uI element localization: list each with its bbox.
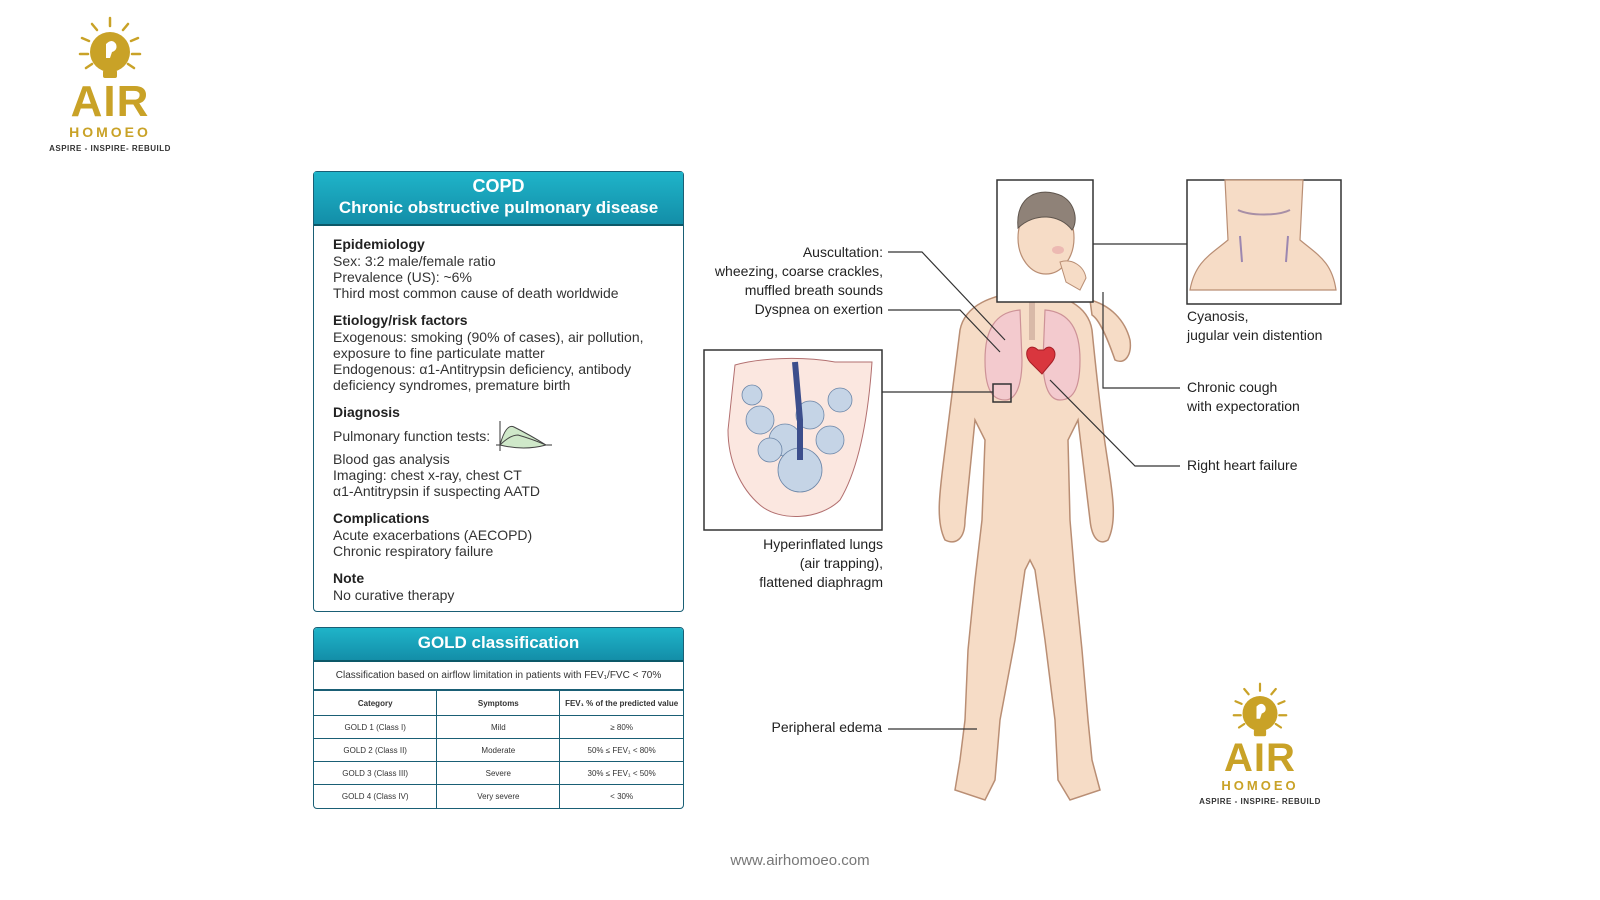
section-line: α1-Antitrypsin if suspecting AATD	[333, 483, 541, 499]
table-cell: GOLD 2 (Class II)	[314, 738, 438, 762]
callout-lines	[882, 243, 1187, 730]
table-cell: Severe	[436, 761, 561, 785]
label-line: Chronic cough	[1187, 379, 1278, 395]
logo-sub: HOMOEO	[1221, 778, 1299, 793]
section-note: Note No curative therapy	[333, 570, 665, 603]
table-cell: GOLD 4 (Class IV)	[314, 784, 438, 808]
copd-title: COPD	[472, 176, 525, 196]
table-cell: Moderate	[436, 738, 561, 762]
label-auscultation: Auscultation: wheezing, coarse crackles,…	[680, 243, 883, 319]
label-line: Dyspnea on exertion	[754, 301, 883, 317]
section-line: Sex: 3:2 male/female ratio	[333, 253, 496, 269]
section-line: exposure to fine particulate matter	[333, 345, 545, 361]
body-figure	[938, 289, 1132, 801]
table-row: GOLD 2 (Class II) Moderate 50% ≤ FEV₁ < …	[314, 738, 683, 762]
head-inset	[996, 179, 1094, 303]
table-cell: 30% ≤ FEV₁ < 50%	[559, 761, 683, 785]
table-header: FEV₁ % of the predicted value	[559, 690, 683, 716]
logo-sub: HOMOEO	[69, 124, 151, 140]
gold-card: GOLD classification Classification based…	[313, 627, 684, 809]
label-hyperinflated: Hyperinflated lungs (air trapping), flat…	[700, 535, 883, 592]
logo-brand: AIR	[70, 77, 150, 126]
logo-top: AIR HOMOEO ASPIRE - INSPIRE- REBUILD	[40, 14, 180, 153]
logo-brand: AIR	[1224, 736, 1296, 780]
table-header-row: Category Symptoms FEV₁ % of the predicte…	[314, 690, 683, 716]
copd-subtitle: Chronic obstructive pulmonary disease	[338, 198, 659, 217]
section-line: Endogenous: α1-Antitrypsin deficiency, a…	[333, 361, 632, 377]
label-line: jugular vein distention	[1187, 327, 1323, 343]
bulb-icon	[1232, 682, 1288, 737]
gold-description: Classification based on airflow limitati…	[314, 662, 683, 690]
label-line: flattened diaphragm	[759, 574, 883, 590]
section-heading: Etiology/risk factors	[333, 312, 468, 328]
label-line: muffled breath sounds	[744, 282, 883, 298]
table-cell: Very severe	[436, 784, 561, 808]
label-line: (air trapping),	[799, 555, 883, 571]
table-cell: < 30%	[559, 784, 683, 808]
section-line: Third most common cause of death worldwi…	[333, 285, 619, 301]
table-cell: 50% ≤ FEV₁ < 80%	[559, 738, 683, 762]
table-header: Symptoms	[436, 690, 561, 716]
label-heart: Right heart failure	[1187, 457, 1298, 473]
section-etiology: Etiology/risk factors Exogenous: smoking…	[333, 312, 665, 393]
logo-bottom: AIR HOMOEO ASPIRE - INSPIRE- REBUILD	[1196, 680, 1324, 806]
neck-inset	[1186, 179, 1342, 305]
label-line: Cyanosis,	[1187, 308, 1249, 324]
label-line: with expectoration	[1187, 398, 1300, 414]
lungs-icon	[984, 309, 1081, 401]
copd-card: COPD Chronic obstructive pulmonary disea…	[313, 171, 684, 612]
section-line: Prevalence (US): ~6%	[333, 269, 472, 285]
table-row: GOLD 4 (Class IV) Very severe < 30%	[314, 784, 683, 808]
logo-tagline: ASPIRE - INSPIRE- REBUILD	[1199, 797, 1321, 806]
table-cell: GOLD 3 (Class III)	[314, 761, 438, 785]
table-cell: GOLD 1 (Class I)	[314, 715, 438, 739]
table-cell: Mild	[436, 715, 561, 739]
logo-tagline: ASPIRE - INSPIRE- REBUILD	[49, 144, 171, 153]
label-edema: Peripheral edema	[771, 719, 882, 735]
gold-title: GOLD classification	[314, 628, 683, 662]
section-line: Pulmonary function tests:	[333, 428, 491, 444]
section-heading: Complications	[333, 510, 430, 526]
section-line: Exogenous: smoking (90% of cases), air p…	[333, 329, 644, 345]
table-header: Category	[314, 690, 438, 716]
gold-table: Category Symptoms FEV₁ % of the predicte…	[314, 690, 683, 808]
copd-body: Epidemiology Sex: 3:2 male/female ratio …	[314, 226, 683, 611]
label-cyanosis: Cyanosis, jugular vein distention	[1187, 307, 1322, 345]
section-line: Blood gas analysis	[333, 451, 450, 467]
table-row: GOLD 3 (Class III) Severe 30% ≤ FEV₁ < 5…	[314, 761, 683, 785]
label-line: Auscultation:	[802, 244, 883, 260]
section-line: No curative therapy	[333, 587, 455, 603]
alveoli-inset	[703, 349, 1012, 531]
pft-row: Pulmonary function tests:	[333, 421, 665, 451]
section-complications: Complications Acute exacerbations (AECOP…	[333, 510, 665, 559]
section-heading: Diagnosis	[333, 404, 400, 420]
section-line: Acute exacerbations (AECOPD)	[333, 527, 533, 543]
bulb-icon	[78, 16, 142, 78]
heart-icon	[1026, 346, 1056, 375]
copd-header: COPD Chronic obstructive pulmonary disea…	[314, 172, 683, 226]
table-cell: ≥ 80%	[559, 715, 683, 739]
flow-volume-loop-icon	[496, 421, 553, 451]
label-line: wheezing, coarse crackles,	[714, 263, 883, 279]
section-line: Imaging: chest x-ray, chest CT	[333, 467, 522, 483]
footer-url[interactable]: www.airhomoeo.com	[730, 852, 870, 869]
section-diagnosis: Diagnosis Pulmonary function tests: Bloo…	[333, 404, 665, 499]
section-heading: Note	[333, 570, 365, 586]
section-line: Chronic respiratory failure	[333, 543, 494, 559]
label-cough: Chronic cough with expectoration	[1187, 378, 1300, 416]
section-heading: Epidemiology	[333, 236, 425, 252]
section-epidemiology: Epidemiology Sex: 3:2 male/female ratio …	[333, 236, 665, 301]
table-row: GOLD 1 (Class I) Mild ≥ 80%	[314, 715, 683, 739]
label-line: Hyperinflated lungs	[763, 536, 883, 552]
section-line: deficiency syndromes, premature birth	[333, 377, 571, 393]
